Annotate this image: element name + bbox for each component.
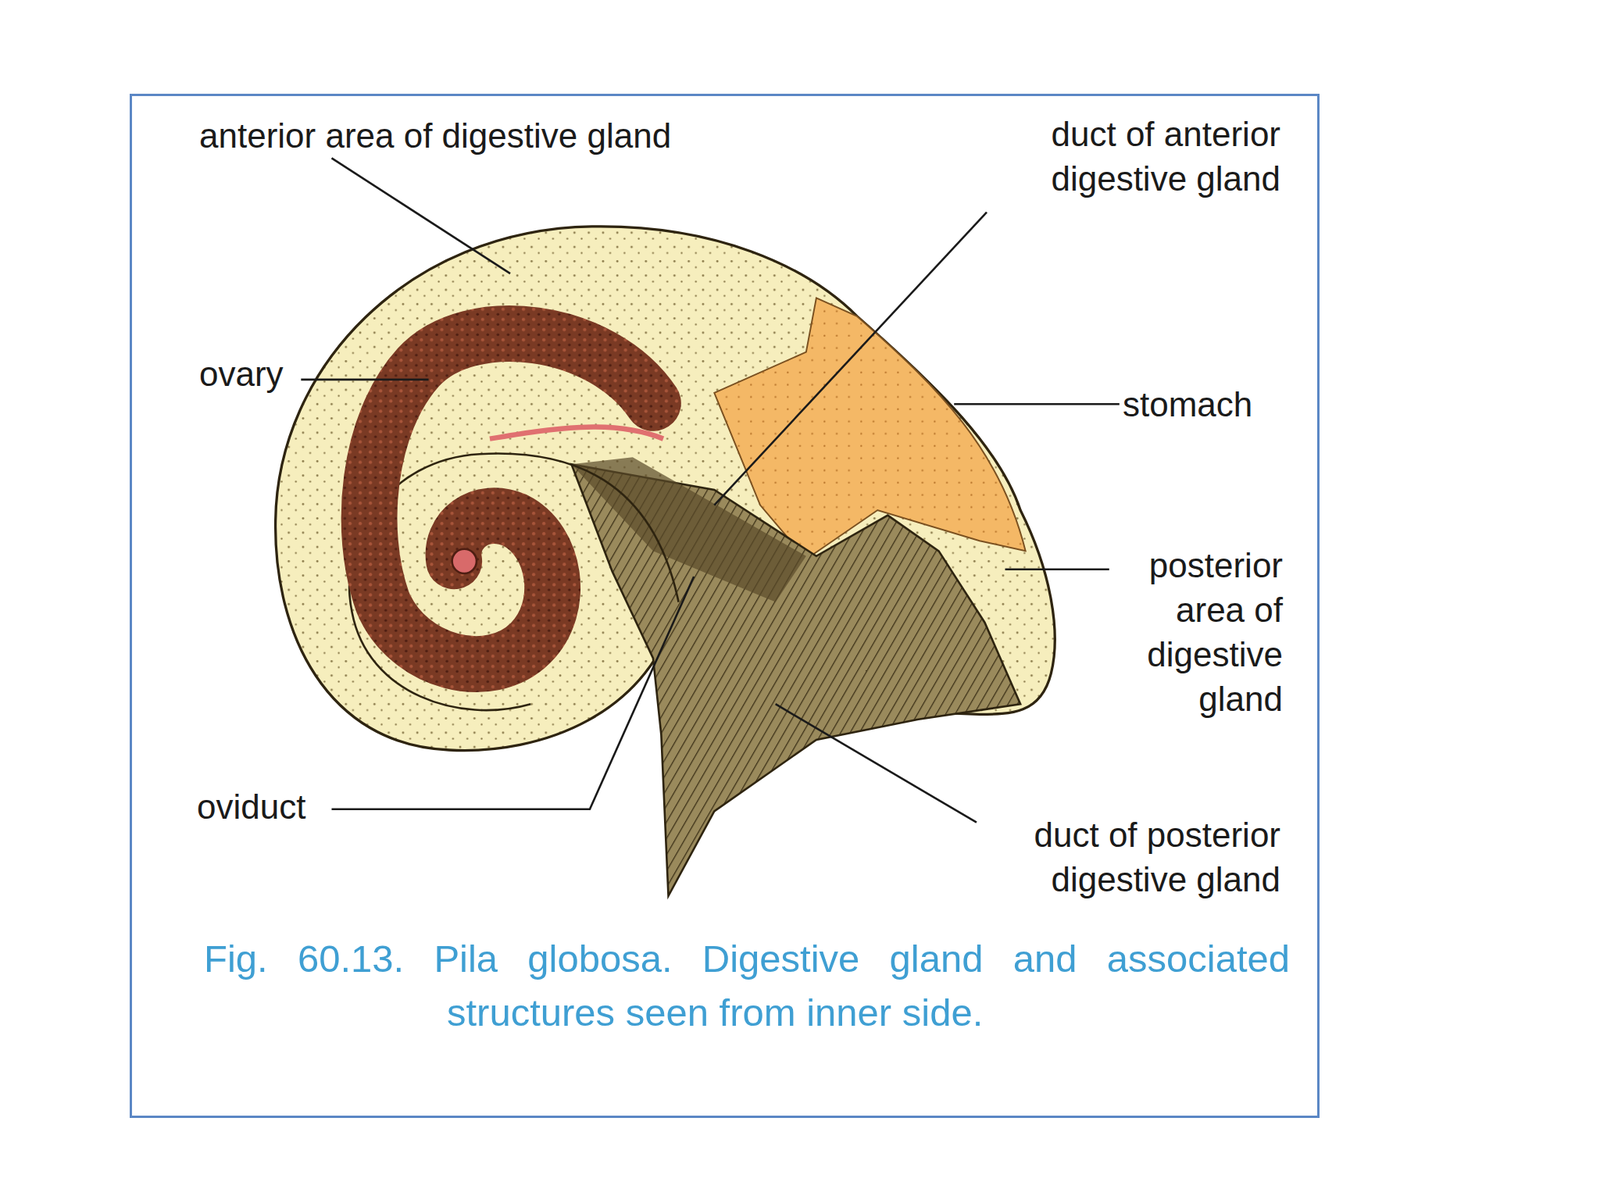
part-label: duct of posterior digestive gland bbox=[936, 812, 1281, 902]
figure-caption: Fig. 60.13. Pila globosa. Digestive glan… bbox=[203, 932, 1290, 1040]
ovary-strand bbox=[489, 427, 664, 440]
leader-line bbox=[953, 403, 1120, 406]
part-label: posterior area of digestive gland bbox=[1087, 542, 1283, 722]
leader-line bbox=[331, 576, 694, 810]
part-label: oviduct bbox=[196, 784, 432, 829]
part-label: duct of anterior digestive gland bbox=[967, 111, 1281, 201]
leader-line bbox=[775, 703, 977, 823]
leader-line bbox=[331, 157, 511, 274]
ovary-apex bbox=[452, 549, 477, 574]
part-label: stomach bbox=[1122, 382, 1358, 427]
part-label: anterior area of digestive gland bbox=[199, 113, 825, 158]
leader-line bbox=[300, 378, 429, 382]
duct-stem bbox=[571, 457, 806, 602]
leader-line bbox=[1005, 568, 1110, 572]
part-label: ovary bbox=[199, 351, 434, 397]
ovary bbox=[369, 333, 654, 665]
leader-line bbox=[714, 212, 987, 506]
